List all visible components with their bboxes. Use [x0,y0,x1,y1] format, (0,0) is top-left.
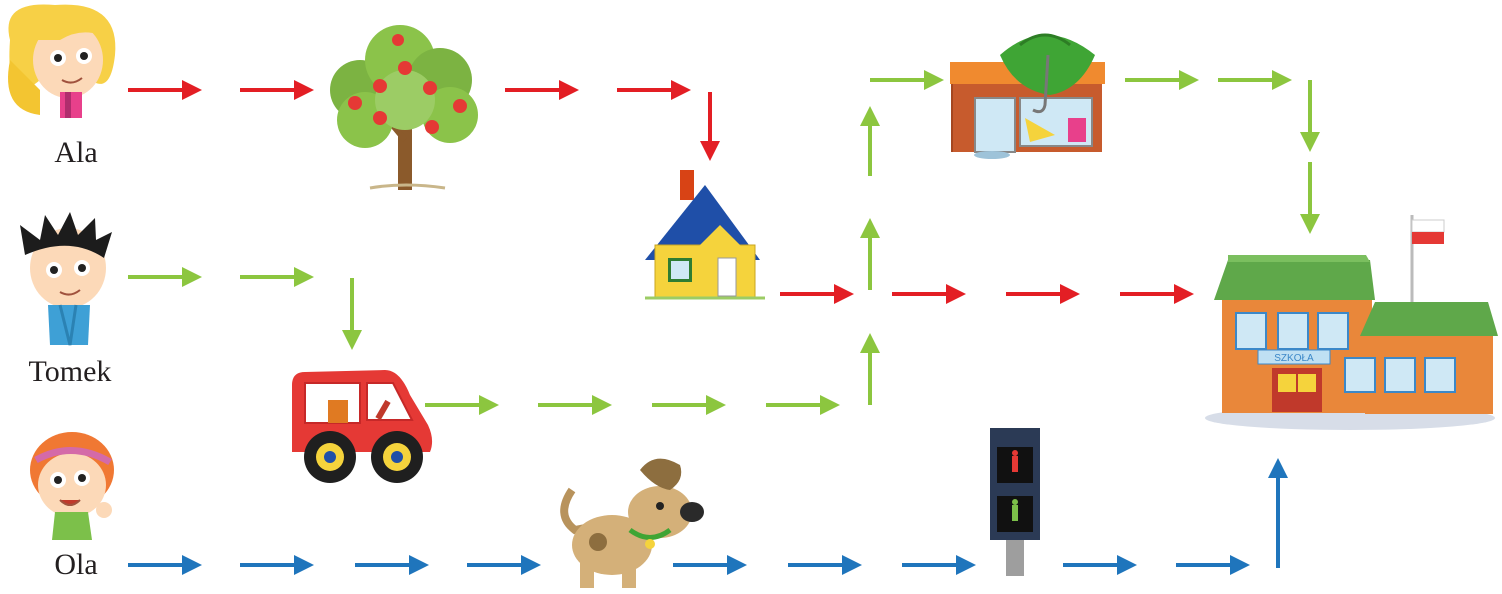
house-icon [645,170,765,300]
school-icon: SZKOŁA [1205,215,1498,430]
red-car-icon [292,370,433,483]
child-name-ala: Ala [54,136,98,169]
blue-route [128,458,1288,575]
girl-ala-icon [8,4,116,118]
apple-tree-icon [330,25,478,190]
school-sign: SZKOŁA [1274,353,1314,364]
dog-icon [560,458,704,588]
umbrella-shop-icon [950,33,1105,159]
child-name-tomek: Tomek [28,355,112,388]
boy-tomek-icon [20,212,112,346]
child-name-ola: Ola [54,548,98,581]
girl-ola-icon [30,432,114,540]
traffic-light-icon [990,428,1040,576]
red-route [128,80,1194,304]
green-route [128,70,1320,415]
